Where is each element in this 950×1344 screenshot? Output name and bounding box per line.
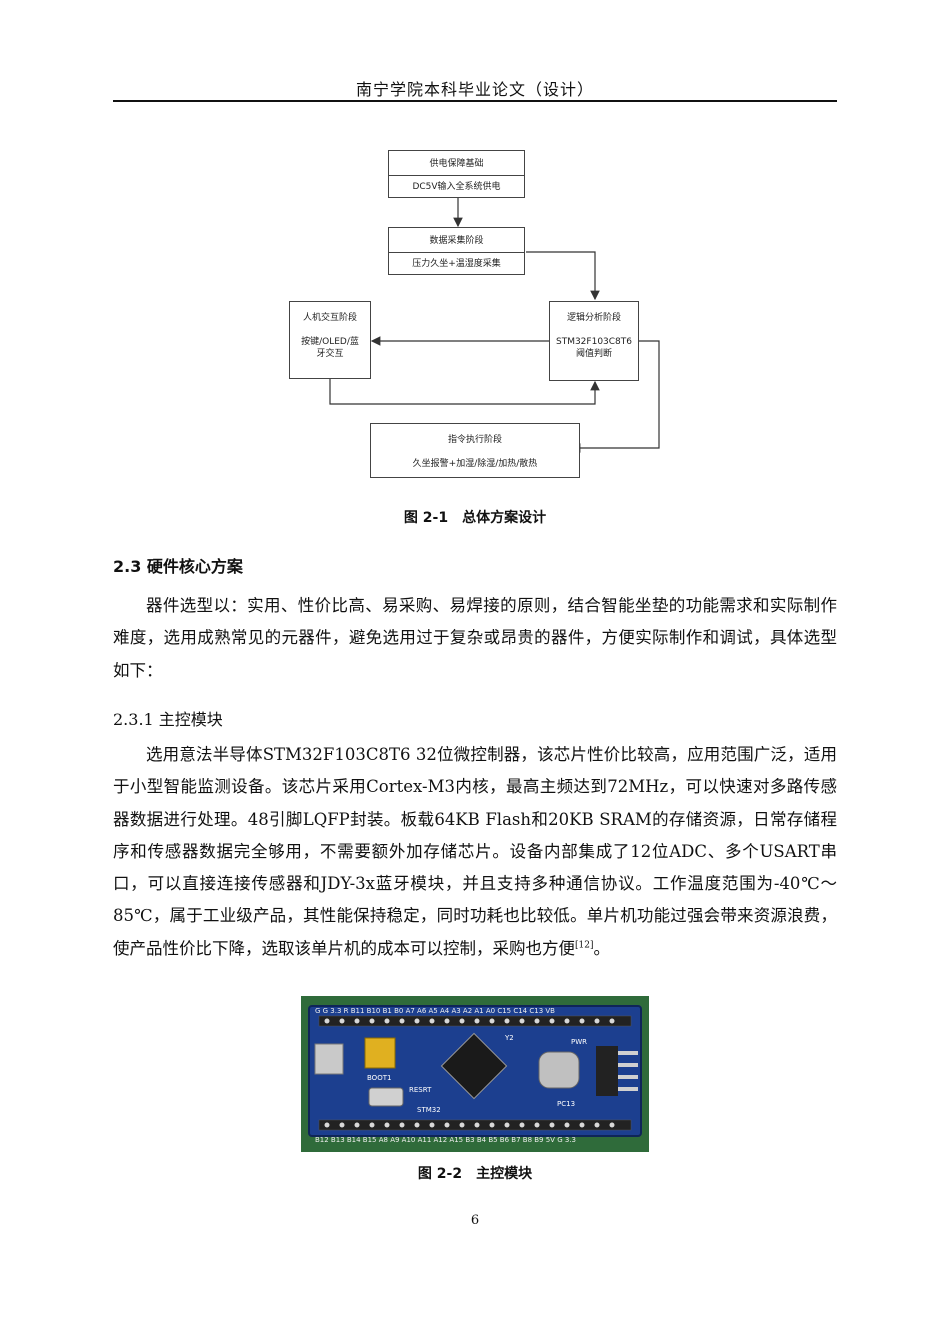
flowchart-connectors xyxy=(329,198,660,453)
running-header: 南宁学院本科毕业论文（设计） xyxy=(355,80,594,99)
arrow-collect-to-logic xyxy=(526,251,600,301)
reset-button xyxy=(368,1087,404,1107)
section-heading: 2.3 硬件核心方案 xyxy=(113,557,243,576)
mcu-label: STM32 xyxy=(417,1106,441,1114)
flow-box-hmi: 人机交互阶段 按键/OLED/蓝 牙交互 xyxy=(289,301,371,379)
citation: [12] xyxy=(575,940,594,951)
subsection-body-paragraph: 选用意法半导体STM32F103C8T6 32位微控制器，该芯片性价比较高，应用… xyxy=(113,739,837,965)
flow-box-logic: 逻辑分析阶段 STM32F103C8T6 阈值判断 xyxy=(549,301,639,381)
flow-box-exec: 指令执行阶段 久坐报警+加湿/除湿/加热/散热 xyxy=(370,423,580,478)
subsection-heading: 2.3.1 主控模块 xyxy=(113,710,223,729)
flow-box-title: 指令执行阶段 xyxy=(447,435,502,445)
flow-box-desc: 阈值判断 xyxy=(575,349,612,359)
flow-box-title: 供电保障基础 xyxy=(429,159,484,169)
mcu-chip xyxy=(440,1032,508,1100)
body-text: 选用意法半导体STM32F103C8T6 32位微控制器，该芯片性价比较高，应用… xyxy=(113,745,837,958)
pc13-label: PC13 xyxy=(557,1100,575,1108)
body-end: 。 xyxy=(593,938,610,958)
boot-jumpers xyxy=(364,1037,396,1069)
flow-box-desc: 压力久坐+温湿度采集 xyxy=(412,259,501,269)
flowchart-figure: 供电保障基础 DC5V输入全系统供电 数据采集阶段 压力久坐+温湿度采集 人机交… xyxy=(270,140,690,478)
flow-box-title: 数据采集阶段 xyxy=(429,236,484,246)
header-rule xyxy=(113,100,837,102)
reset-label: RESRT xyxy=(409,1086,432,1094)
bottom-pin-labels: B12 B13 B14 B15 A8 A9 A10 A11 A12 A15 B3… xyxy=(315,1136,576,1144)
page-number: 6 xyxy=(470,1213,480,1228)
usb-connector xyxy=(314,1043,344,1075)
crystal-oscillator xyxy=(538,1051,580,1089)
flow-box-desc: STM32F103C8T6 xyxy=(555,337,633,347)
flow-box-desc: 按键/OLED/蓝 xyxy=(301,337,359,347)
crystal-label: Y2 xyxy=(504,1034,514,1042)
flow-box-desc: DC5V输入全系统供电 xyxy=(412,182,501,192)
pwr-label: PWR xyxy=(571,1038,587,1046)
arrow-logic-to-exec xyxy=(570,340,660,453)
flow-box-title: 逻辑分析阶段 xyxy=(566,313,621,323)
figure-caption: 图 2-1 总体方案设计 xyxy=(403,510,547,526)
board-photo: G G 3.3 R B11 B10 B1 B0 A7 A6 A5 A4 A3 A… xyxy=(301,996,649,1152)
flow-box-desc: 牙交互 xyxy=(316,349,344,359)
flow-box-power: 供电保障基础 DC5V输入全系统供电 xyxy=(388,150,525,198)
flow-box-title: 人机交互阶段 xyxy=(302,313,357,323)
arrow-hmi-to-logic xyxy=(329,379,600,405)
stm32-board-illustration: G G 3.3 R B11 B10 B1 B0 A7 A6 A5 A4 A3 A… xyxy=(301,996,649,1152)
flow-box-collect: 数据采集阶段 压力久坐+温湿度采集 xyxy=(388,227,525,275)
swd-header xyxy=(596,1046,618,1096)
section-intro-paragraph: 器件选型以：实用、性价比高、易采购、易焊接的原则，结合智能坐垫的功能需求和实际制… xyxy=(113,596,837,680)
figure-caption: 图 2-2 主控模块 xyxy=(417,1166,533,1182)
top-pin-labels: G G 3.3 R B11 B10 B1 B0 A7 A6 A5 A4 A3 A… xyxy=(315,1007,555,1015)
flow-box-desc: 久坐报警+加湿/除湿/加热/散热 xyxy=(412,459,538,469)
boot-label: BOOT1 xyxy=(367,1074,391,1082)
